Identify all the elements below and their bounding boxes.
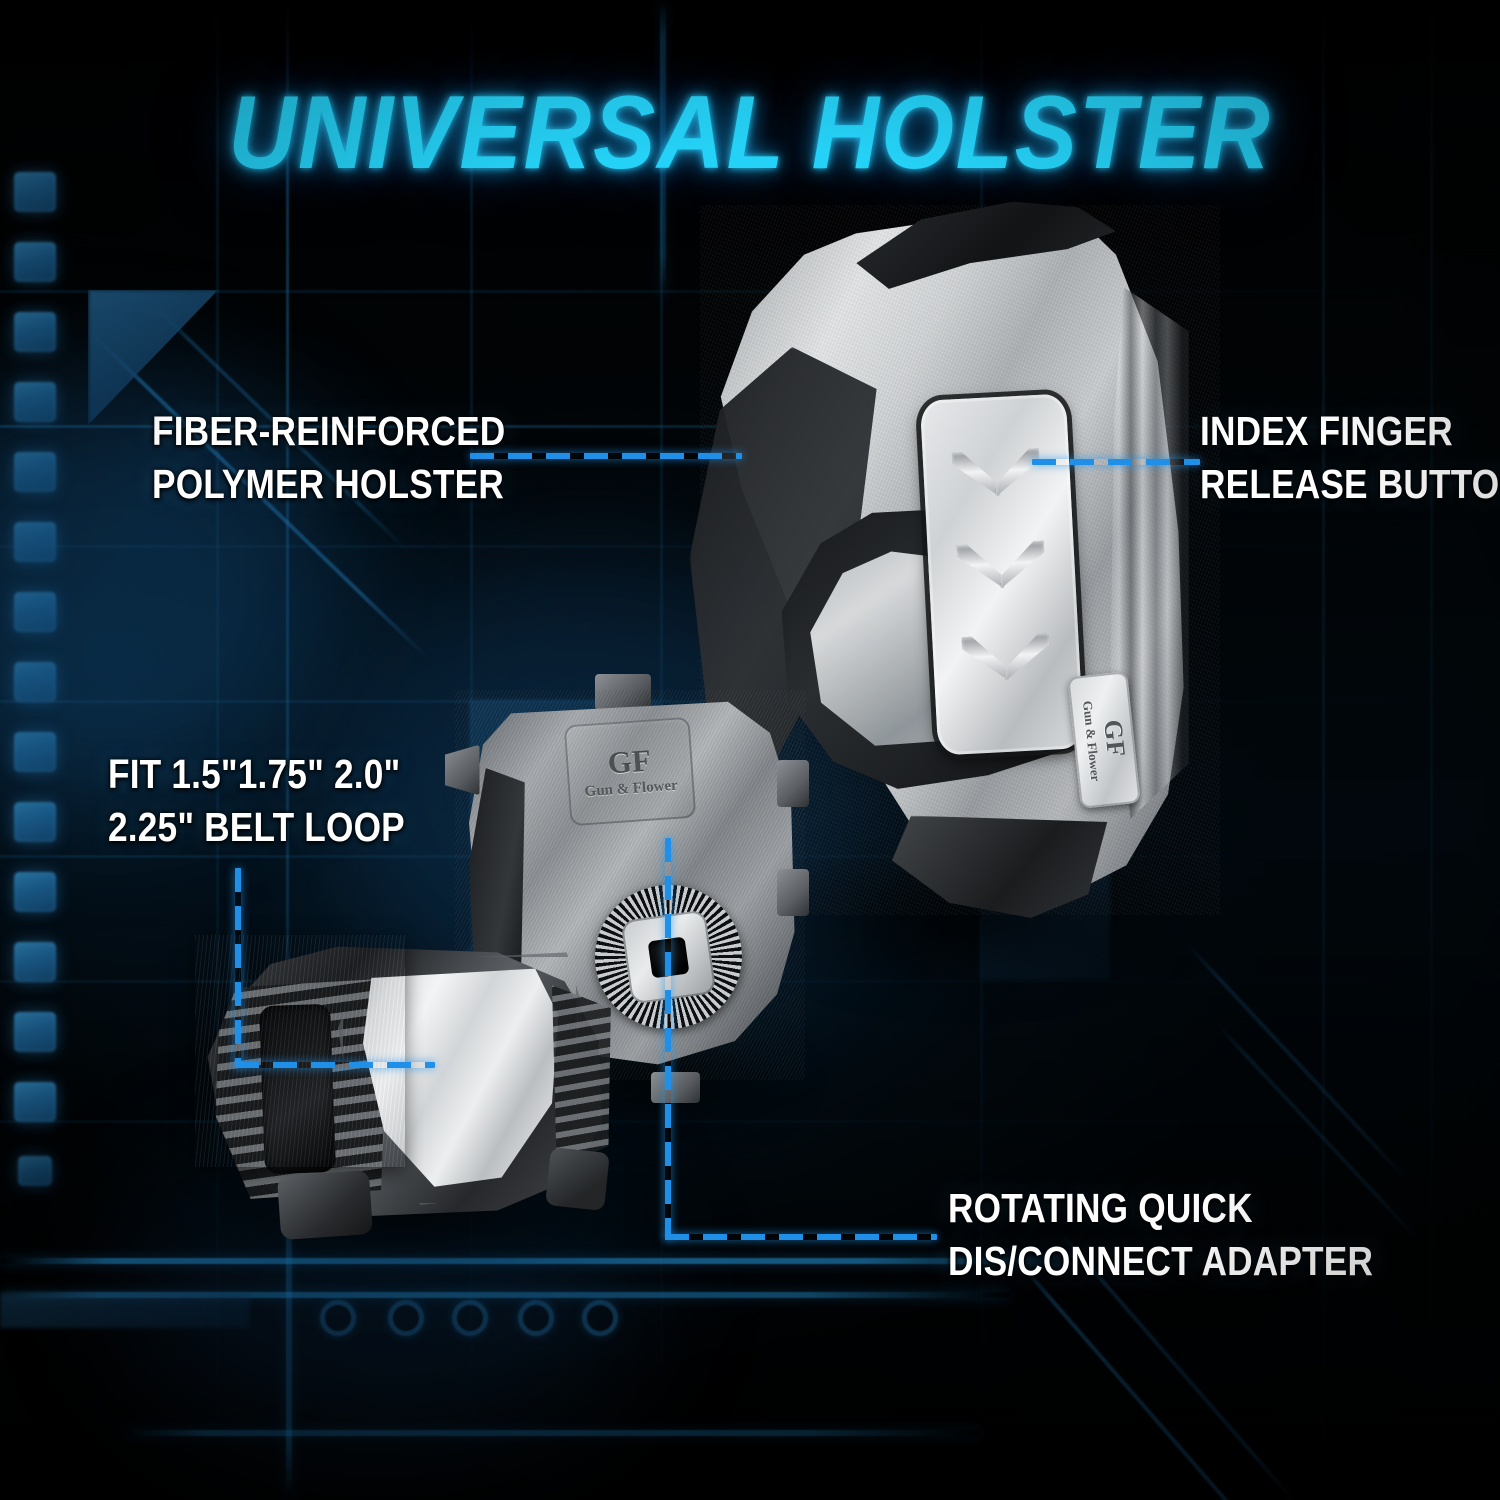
product-infographic: UNIVERSAL HOLSTER GF Gun & Flower bbox=[0, 0, 1500, 1500]
vignette-overlay bbox=[0, 0, 1500, 1500]
